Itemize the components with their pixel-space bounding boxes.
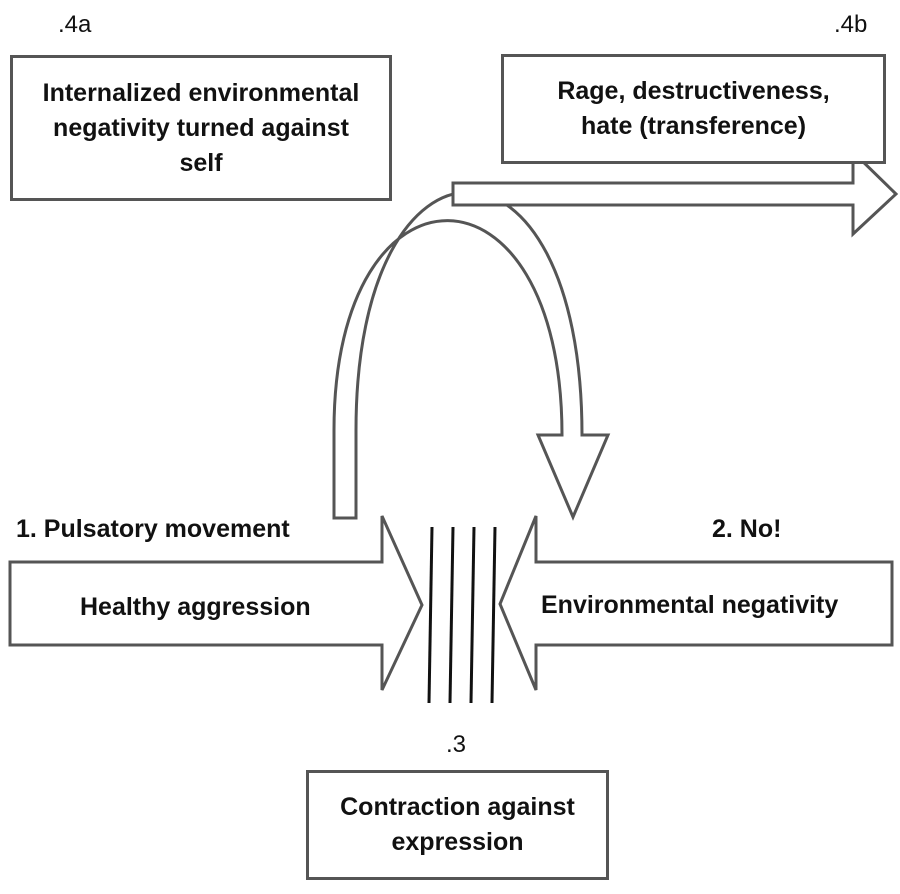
box-line: Rage, destructiveness, (557, 77, 830, 105)
box-4a-number: .4a (58, 11, 92, 38)
environmental-negativity-label: Environmental negativity (541, 591, 839, 619)
arch-arrow (332, 190, 611, 521)
box-line: hate (transference) (580, 112, 807, 140)
contraction-line (448, 526, 455, 704)
healthy-aggression-label: Healthy aggression (80, 593, 311, 621)
contraction-lines (427, 526, 497, 704)
box-4b-number: .4b (834, 11, 868, 38)
box-line: expression (391, 828, 524, 856)
box-line: self (179, 148, 223, 177)
no-heading: 2. No! (712, 515, 782, 543)
box-3-number: .3 (446, 731, 467, 758)
box-contraction: Contraction against expression (306, 770, 609, 880)
box-rage-transference: Rage, destructiveness, hate (transferenc… (501, 54, 886, 164)
environmental-negativity-arrow (498, 515, 894, 691)
healthy-aggression-arrow (8, 515, 424, 691)
pulsatory-movement-heading: 1. Pulsatory movement (16, 515, 290, 543)
box-internalized-negativity: Internalized environmental negativity tu… (10, 55, 392, 201)
transference-arrow (451, 148, 899, 238)
contraction-line (427, 526, 434, 704)
box-line: Contraction against (340, 793, 575, 821)
contraction-line (469, 526, 476, 704)
box-line: Internalized environmental (42, 78, 360, 107)
contraction-line (490, 526, 497, 704)
box-line: negativity turned against (53, 113, 349, 142)
